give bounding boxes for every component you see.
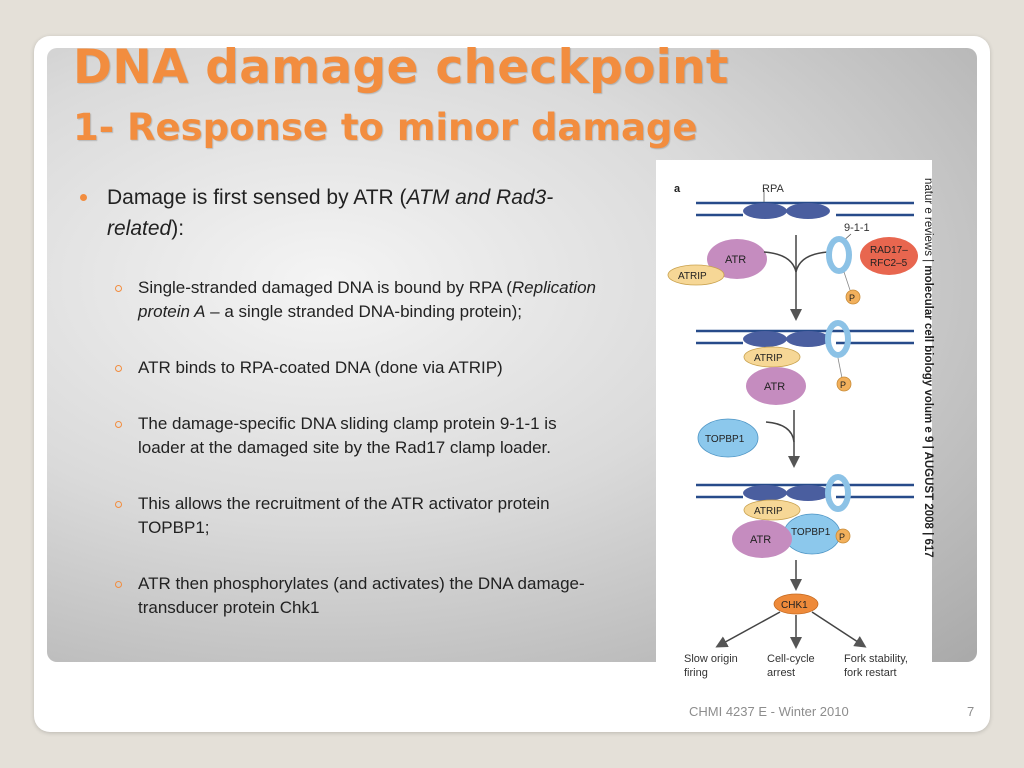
ring-bullet-icon bbox=[115, 581, 122, 588]
main-bullet-text-1: Damage is first sensed by ATR ( bbox=[107, 186, 407, 209]
main-bullet-text-2: ): bbox=[171, 217, 185, 240]
topbp1-shape bbox=[697, 418, 759, 458]
atr-shape bbox=[746, 367, 806, 405]
phospho-shape bbox=[835, 528, 851, 544]
main-bullet-italic: ATM and Rad3-related bbox=[107, 186, 554, 240]
phospho-shape bbox=[845, 289, 861, 305]
sub-bullet-5-text: ATR then phosphorylates (and activates) … bbox=[138, 574, 585, 617]
rfc-label: RFC2–5 bbox=[870, 258, 908, 269]
sub-bullet-3: The damage-specific DNA sliding clamp pr… bbox=[80, 412, 600, 460]
outcome-1-line2: firing bbox=[684, 667, 708, 679]
chk1-shape bbox=[773, 593, 819, 615]
chk1-label: CHK1 bbox=[781, 600, 808, 611]
phospho-label: P bbox=[839, 532, 845, 542]
ring-bullet-icon bbox=[115, 365, 122, 372]
sub-bullet-2-text: ATR binds to RPA-coated DNA (done via AT… bbox=[138, 358, 503, 377]
topbp1-label: TOPBP1 bbox=[705, 434, 745, 445]
bullet-dot-icon bbox=[80, 194, 87, 201]
atr-label: ATR bbox=[725, 254, 746, 266]
citation-regular: natur e reviews | bbox=[922, 178, 934, 266]
rpa-shape bbox=[743, 485, 787, 501]
phospho-label: P bbox=[849, 293, 855, 303]
rpa-shape bbox=[743, 203, 787, 219]
arrow-out-1 bbox=[715, 611, 781, 648]
atr-label: ATR bbox=[750, 534, 771, 546]
sub-bullet-3-text: The damage-specific DNA sliding clamp pr… bbox=[138, 414, 557, 457]
sub-bullet-1-post: – a single stranded DNA-binding protein)… bbox=[205, 302, 522, 321]
atr-shape bbox=[707, 239, 767, 279]
main-bullet: Damage is first sensed by ATR (ATM and R… bbox=[80, 182, 600, 244]
pathway-diagram: a RPA 9-1-1 ATR ATRIP RAD17– RFC2–5 P bbox=[667, 183, 918, 679]
footer-text: CHMI 4237 E - Winter 2010 bbox=[689, 704, 849, 719]
slide-title: DNA damage checkpoint bbox=[73, 40, 729, 95]
outcome-1-line1: Slow origin bbox=[684, 653, 738, 665]
sub-bullet-1: Single-stranded damaged DNA is bound by … bbox=[80, 276, 600, 324]
atr-label: ATR bbox=[764, 381, 785, 393]
nine11-ring bbox=[825, 474, 851, 512]
atrip-shape bbox=[743, 499, 801, 521]
outcome-2-line2: arrest bbox=[767, 667, 795, 679]
dna-stage-1: RPA bbox=[696, 183, 914, 219]
nine11-ring bbox=[826, 236, 852, 274]
outcome-3-line1: Fork stability, bbox=[844, 653, 908, 665]
rpa-shape bbox=[743, 331, 787, 347]
journal-citation: natur e reviews | molecular cell biology… bbox=[918, 178, 938, 578]
nine11-ring bbox=[825, 320, 851, 358]
atrip-shape bbox=[667, 264, 725, 286]
rpa-label: RPA bbox=[762, 183, 784, 195]
outcome-2-line1: Cell-cycle bbox=[767, 653, 815, 665]
atr-pathway-figure: a RPA 9-1-1 ATR ATRIP RAD17– RFC2–5 P bbox=[656, 160, 932, 690]
page-number: 7 bbox=[967, 704, 975, 719]
rpa-shape bbox=[786, 485, 830, 501]
atr-shape bbox=[732, 520, 792, 558]
atrip-label: ATRIP bbox=[754, 506, 783, 517]
ring-bullet-icon bbox=[115, 421, 122, 428]
atrip-shape bbox=[743, 346, 801, 368]
dna-stage-3 bbox=[696, 474, 914, 512]
rad17-shape bbox=[860, 237, 918, 275]
sub-bullet-1-italic: Replication protein A bbox=[138, 278, 597, 321]
panel-label: a bbox=[674, 183, 681, 195]
nine11-label: 9-1-1 bbox=[844, 222, 870, 234]
arrow-out-3 bbox=[811, 611, 867, 648]
sub-bullet-5: ATR then phosphorylates (and activates) … bbox=[80, 572, 600, 620]
rpa-shape bbox=[786, 203, 830, 219]
sub-bullet-2: ATR binds to RPA-coated DNA (done via AT… bbox=[80, 356, 600, 380]
sub-bullet-list: Single-stranded damaged DNA is bound by … bbox=[80, 276, 600, 620]
rpa-shape bbox=[786, 331, 830, 347]
dna-stage-2 bbox=[696, 320, 914, 358]
rad17-label: RAD17– bbox=[870, 245, 908, 256]
slide-subtitle: 1- Response to minor damage bbox=[73, 106, 698, 149]
topbp1-label: TOPBP1 bbox=[791, 527, 831, 538]
atrip-label: ATRIP bbox=[678, 271, 707, 282]
bullet-list: Damage is first sensed by ATR (ATM and R… bbox=[80, 182, 600, 652]
ring-bullet-icon bbox=[115, 285, 122, 292]
sub-bullet-4: This allows the recruitment of the ATR a… bbox=[80, 492, 600, 540]
join-arrow bbox=[765, 421, 795, 443]
ring-bullet-icon bbox=[115, 501, 122, 508]
phospho-label: P bbox=[840, 380, 846, 390]
sub-bullet-4-text: This allows the recruitment of the ATR a… bbox=[138, 494, 550, 537]
sub-bullet-1-pre: Single-stranded damaged DNA is bound by … bbox=[138, 278, 512, 297]
outcome-3-line2: fork restart bbox=[844, 667, 897, 679]
phospho-shape bbox=[836, 376, 852, 392]
citation-bold: molecular cell biology volum e 9 | AUGUS… bbox=[922, 265, 934, 558]
atrip-label: ATRIP bbox=[754, 353, 783, 364]
